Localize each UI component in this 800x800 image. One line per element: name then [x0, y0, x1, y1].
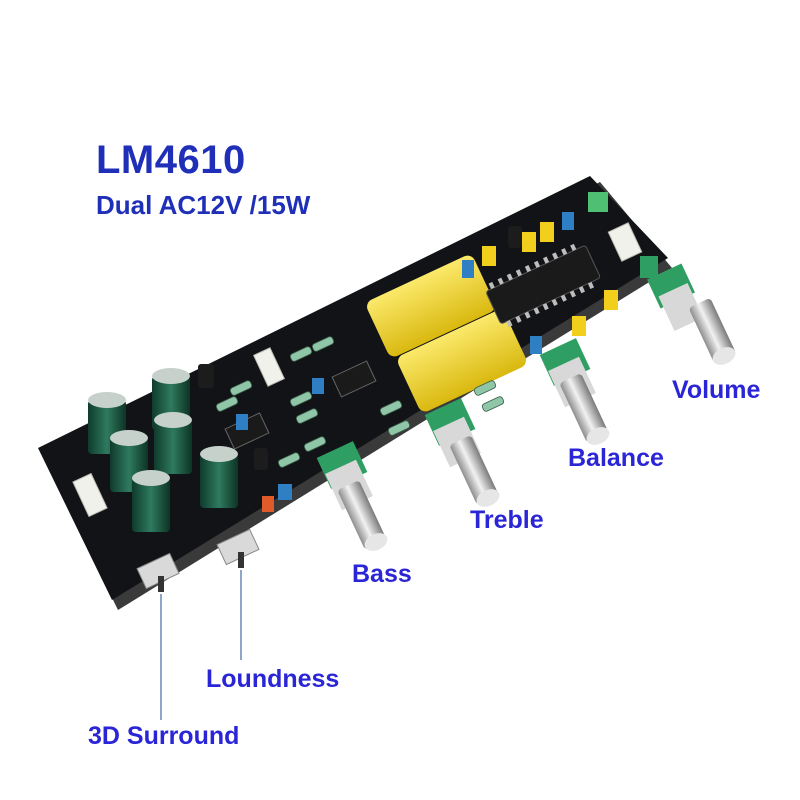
- label-treble: Treble: [470, 506, 544, 534]
- connector-header: [252, 347, 286, 387]
- film-capacitor: [367, 255, 495, 357]
- ic-chip: [486, 243, 601, 328]
- resistors: [215, 336, 505, 468]
- small-ic-chip: [331, 360, 377, 398]
- label-3d-surround: 3D Surround: [88, 722, 240, 750]
- label-bass: Bass: [352, 560, 412, 588]
- knob-bass-shaft: [338, 481, 388, 551]
- label-loundness: Loundness: [206, 665, 340, 693]
- knob-balance-shaft: [560, 374, 610, 445]
- product-subtitle: Dual AC12V /15W: [96, 190, 311, 220]
- film-capacitor: [398, 310, 526, 412]
- product-title: LM4610: [96, 138, 246, 182]
- connector-header: [607, 222, 643, 262]
- electrolytic-capacitors: [88, 226, 522, 532]
- knob-treble-shaft: [450, 436, 500, 507]
- label-balance: Balance: [568, 444, 664, 472]
- label-volume: Volume: [672, 376, 761, 404]
- switch-loudness: [216, 528, 260, 568]
- knob-volume-shaft: [689, 299, 736, 365]
- small-capacitors: [236, 192, 658, 512]
- potentiometer-volume: [647, 263, 704, 331]
- connector-header: [72, 472, 108, 518]
- switch-3d-surround: [136, 552, 180, 592]
